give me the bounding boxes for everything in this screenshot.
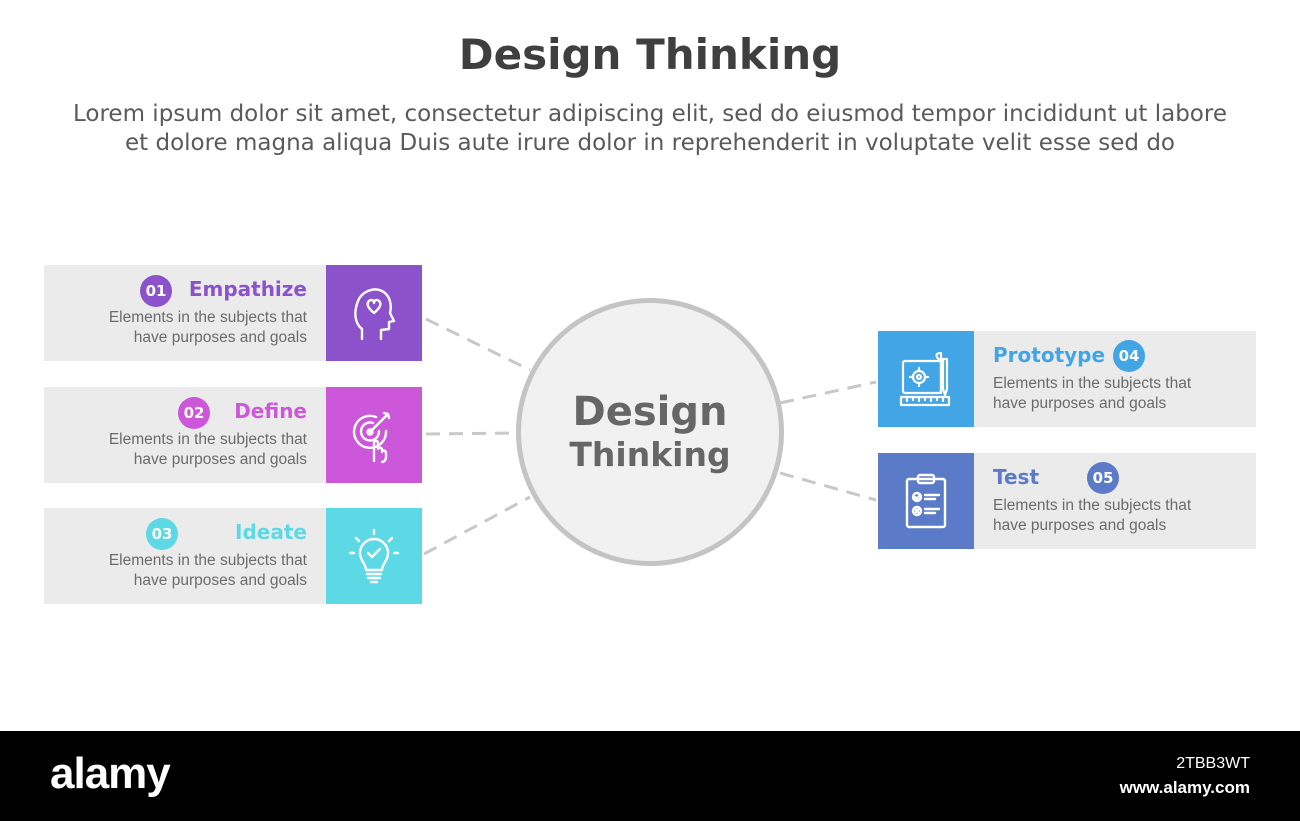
step-number-badge: 03 xyxy=(146,518,178,550)
step-description-line-2: have purposes and goals xyxy=(993,395,1167,412)
page-title: Design Thinking xyxy=(458,30,842,79)
step-description-line-2: have purposes and goals xyxy=(133,451,307,468)
subtitle-line-2: et dolore magna aliqua Duis aute irure d… xyxy=(124,130,1175,156)
step-label: Prototype xyxy=(993,343,1106,367)
step-description-line-1: Elements in the subjects that xyxy=(993,375,1192,392)
step-number-badge: 05 xyxy=(1087,462,1119,494)
lightbulb-icon xyxy=(326,508,422,604)
step-test: Test 05 Elements in the subjects that ha… xyxy=(878,453,1256,549)
step-description: Elements in the subjects that have purpo… xyxy=(67,430,307,470)
step-description-line-1: Elements in the subjects that xyxy=(108,309,307,326)
target-hand-icon xyxy=(326,387,422,483)
step-empathize: 01 Empathize Elements in the subjects th… xyxy=(44,265,422,361)
step-number-badge: 01 xyxy=(140,275,172,307)
step-description-line-2: have purposes and goals xyxy=(993,517,1167,534)
blueprint-icon xyxy=(878,331,974,427)
connector-ideate xyxy=(423,495,531,556)
step-prototype: Prototype 04 Elements in the subjects th… xyxy=(878,331,1256,427)
alamy-logo: alamy xyxy=(50,749,171,798)
step-description: Elements in the subjects that have purpo… xyxy=(67,551,307,591)
step-description-line-2: have purposes and goals xyxy=(133,329,307,346)
step-description-line-1: Elements in the subjects that xyxy=(108,552,307,569)
step-label: Define xyxy=(234,399,307,423)
connector-prototype xyxy=(779,380,877,405)
center-label-line-2: Thinking xyxy=(569,435,731,474)
step-define: 02 Define Elements in the subjects that … xyxy=(44,387,422,483)
connector-test xyxy=(779,471,877,502)
image-code: 2TBB3WT xyxy=(1176,755,1250,772)
connector-empathize xyxy=(425,317,531,372)
step-label: Test xyxy=(993,465,1040,489)
subtitle-line-1: Lorem ipsum dolor sit amet, consectetur … xyxy=(73,101,1227,127)
step-description-line-1: Elements in the subjects that xyxy=(993,497,1192,514)
step-description: Elements in the subjects that have purpo… xyxy=(67,308,307,348)
step-number-badge: 04 xyxy=(1113,340,1145,372)
step-description: Elements in the subjects that have purpo… xyxy=(993,374,1233,414)
step-ideate: 03 Ideate Elements in the subjects that … xyxy=(44,508,422,604)
step-description: Elements in the subjects that have purpo… xyxy=(993,496,1233,536)
center-label-line-1: Design xyxy=(572,389,728,435)
clipboard-check-icon xyxy=(878,453,974,549)
page-subtitle: Lorem ipsum dolor sit amet, consectetur … xyxy=(60,100,1240,158)
footer-bar: alamy 2TBB3WT www.alamy.com xyxy=(0,731,1300,821)
center-hub: Design Thinking xyxy=(516,298,784,566)
step-description-line-1: Elements in the subjects that xyxy=(108,431,307,448)
step-number-badge: 02 xyxy=(178,397,210,429)
connector-define xyxy=(425,431,517,436)
step-description-line-2: have purposes and goals xyxy=(133,572,307,589)
head-heart-icon xyxy=(326,265,422,361)
step-label: Ideate xyxy=(235,520,307,544)
site-url: www.alamy.com xyxy=(1119,778,1250,797)
step-label: Empathize xyxy=(188,277,307,301)
